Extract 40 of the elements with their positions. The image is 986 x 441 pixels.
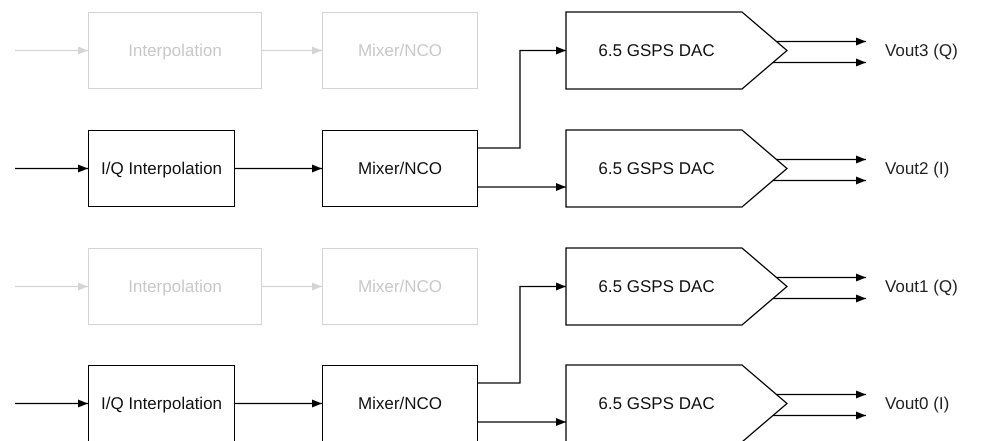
arrow [478, 418, 566, 426]
output-label: Vout3 (Q) [885, 40, 958, 62]
arrow [478, 183, 566, 191]
arrow [262, 282, 322, 290]
block-label: Mixer/NCO [356, 158, 444, 180]
output-label: Vout0 (I) [885, 393, 950, 416]
process-box [88, 365, 235, 441]
arrow [235, 400, 322, 408]
arrow [15, 164, 88, 172]
arrow [478, 282, 566, 384]
arrow [15, 282, 88, 290]
process-box [88, 248, 262, 325]
block-label: I/Q Interpolation [100, 392, 223, 414]
process-box [322, 130, 478, 207]
arrow [478, 46, 566, 149]
arrow [776, 274, 866, 282]
block-label: Mixer/NCO [356, 392, 444, 414]
arrow [15, 400, 88, 408]
arrow [776, 38, 866, 46]
arrow [15, 46, 88, 54]
block-label: 6.5 GSPS DAC [597, 40, 716, 62]
block-label: 6.5 GSPS DAC [597, 392, 716, 414]
arrow [235, 164, 322, 172]
arrow [772, 176, 866, 184]
process-box [88, 12, 262, 89]
block-label: I/Q Interpolation [100, 158, 223, 180]
arrow [776, 390, 866, 398]
process-box [322, 248, 478, 325]
output-label: Vout1 (Q) [885, 276, 958, 298]
arrow [772, 412, 866, 420]
block-label: 6.5 GSPS DAC [597, 158, 716, 180]
arrow [262, 46, 322, 54]
process-box [88, 130, 235, 207]
output-label: Vout2 (I) [885, 158, 950, 180]
block-label: 6.5 GSPS DAC [597, 276, 716, 298]
process-box [322, 12, 478, 89]
process-box [322, 365, 478, 441]
arrow [772, 294, 866, 302]
arrow [776, 156, 866, 164]
arrow [772, 58, 866, 66]
